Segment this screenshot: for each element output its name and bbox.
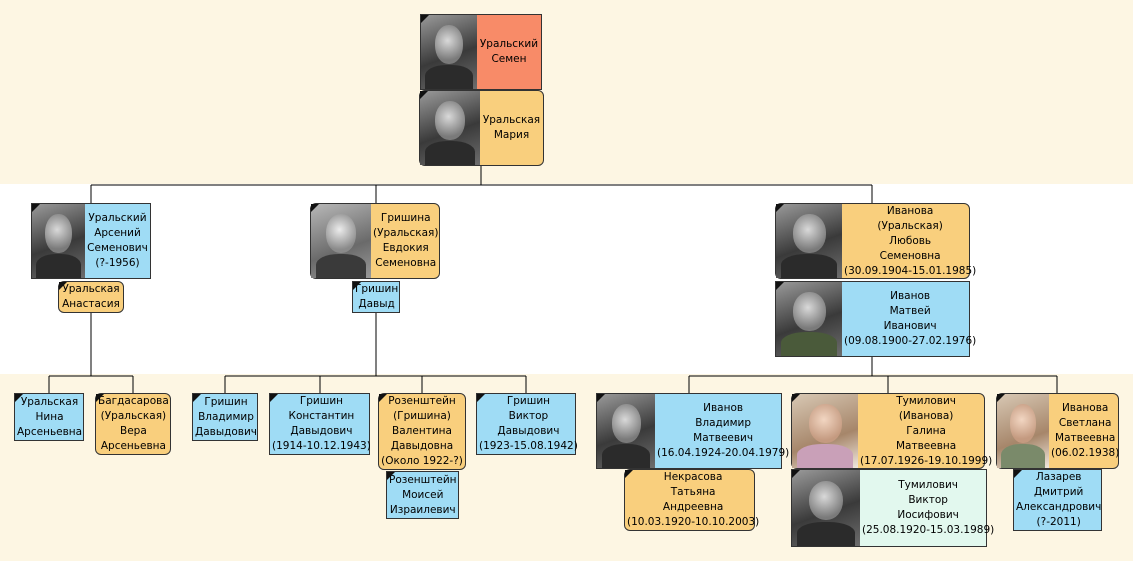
- corner-marker-icon: [792, 394, 800, 402]
- corner-marker-icon: [1014, 470, 1022, 478]
- corner-marker-icon: [32, 204, 40, 212]
- portrait-photo: [776, 282, 842, 356]
- corner-marker-icon: [420, 91, 428, 99]
- portrait-photo: [776, 204, 842, 278]
- corner-marker-icon: [597, 394, 605, 402]
- corner-marker-icon: [353, 282, 361, 290]
- portrait-photo: [420, 91, 480, 165]
- corner-marker-icon: [96, 394, 104, 402]
- portrait-photo: [597, 394, 655, 468]
- corner-marker-icon: [776, 204, 784, 212]
- corner-marker-icon: [625, 470, 633, 478]
- corner-marker-icon: [59, 282, 67, 290]
- corner-marker-icon: [15, 394, 23, 402]
- generation-band-1: [0, 0, 1133, 184]
- corner-marker-icon: [270, 394, 278, 402]
- portrait-photo: [997, 394, 1049, 468]
- corner-marker-icon: [379, 394, 387, 402]
- corner-marker-icon: [387, 472, 395, 480]
- corner-marker-icon: [421, 15, 429, 23]
- corner-marker-icon: [477, 394, 485, 402]
- corner-marker-icon: [792, 470, 800, 478]
- portrait-photo: [311, 204, 371, 278]
- portrait-photo: [792, 394, 858, 468]
- corner-marker-icon: [193, 394, 201, 402]
- portrait-photo: [32, 204, 85, 278]
- corner-marker-icon: [997, 394, 1005, 402]
- portrait-photo: [792, 470, 860, 546]
- corner-marker-icon: [311, 204, 319, 212]
- portrait-photo: [421, 15, 477, 89]
- corner-marker-icon: [776, 282, 784, 290]
